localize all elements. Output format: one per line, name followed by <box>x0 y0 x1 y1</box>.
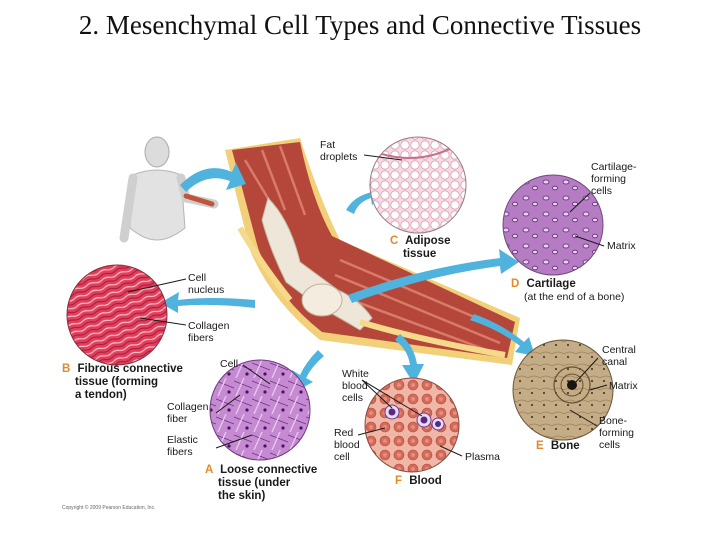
blood-circle <box>364 377 460 473</box>
red-blood-cell-label: Red blood cell <box>334 427 363 463</box>
plasma-label: Plasma <box>465 451 500 463</box>
central-canal-label: Central canal <box>602 344 639 368</box>
cartilage-sublabel: (at the end of a bone) <box>524 291 624 303</box>
bone-circle <box>512 339 614 441</box>
blood-label: F Blood <box>395 475 442 487</box>
cartilage-circle <box>502 174 604 276</box>
collagen-fiber-label: Collagen fiber <box>167 401 211 425</box>
elastic-fibers-label: Elastic fibers <box>167 434 201 458</box>
bone-label: E Bone <box>536 440 580 452</box>
copyright-notice: Copyright © 2009 Pearson Education, Inc. <box>62 505 156 511</box>
cartilage-forming-cells-label: Cartilage- forming cells <box>591 161 639 197</box>
cartilage-matrix-label: Matrix <box>607 240 636 252</box>
bone-matrix-label: Matrix <box>609 380 638 392</box>
slide-title: 2. Mesenchymal Cell Types and Connective… <box>78 10 642 40</box>
cell-label: Cell <box>220 358 238 370</box>
loose-tissue-label: A Loose connective tissue (under the ski… <box>205 464 320 502</box>
collagen-fibers-label: Collagen fibers <box>188 320 232 344</box>
leader-lines <box>127 154 608 457</box>
adipose-tissue-label: C Adipose tissue <box>390 235 454 260</box>
loose-tissue-circle <box>209 359 311 461</box>
human-figure-icon <box>119 136 219 243</box>
fat-droplets-label: Fat droplets <box>320 139 357 163</box>
arm-illustration-icon <box>225 138 520 365</box>
fibrous-tissue-circle <box>66 264 168 366</box>
cartilage-label: D Cartilage <box>511 278 576 290</box>
cell-nucleus-label: Cell nucleus <box>188 272 224 296</box>
adipose-tissue-circle <box>369 136 467 234</box>
bone-forming-cells-label: Bone- forming cells <box>599 415 637 451</box>
fibrous-tissue-label: B Fibrous connective tissue (forming a t… <box>62 363 186 401</box>
white-blood-cells-label: White blood cells <box>342 368 372 404</box>
